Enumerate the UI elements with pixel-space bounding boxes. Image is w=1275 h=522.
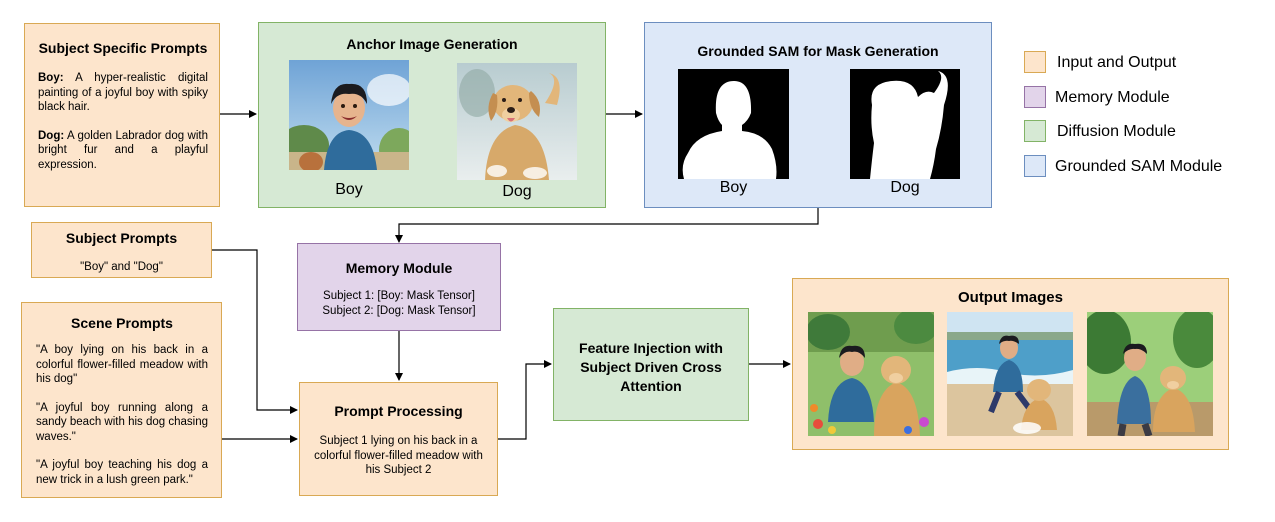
prompt-processing-title: Prompt Processing — [334, 403, 463, 419]
subject-prompts-text: "Boy" and "Dog" — [80, 261, 163, 273]
boy-prompt-body: A hyper-realistic digital painting of a … — [38, 72, 208, 113]
subject-specific-prompts-title: Subject Specific Prompts — [38, 40, 208, 56]
anchor-title: Anchor Image Generation — [346, 36, 518, 52]
anchor-dog-image — [457, 63, 577, 180]
dog-prompt-label: Dog: — [38, 129, 65, 142]
anchor-dog-caption: Dog — [502, 183, 532, 200]
anchor-boy-caption: Boy — [335, 181, 363, 198]
sam-dog-caption: Dog — [890, 179, 920, 196]
legend-swatch-diffusion — [1024, 120, 1046, 142]
feature-injection-box: Feature Injection with Subject Driven Cr… — [553, 308, 749, 421]
subject-prompts-title: Subject Prompts — [65, 230, 178, 246]
legend-label-sam: Grounded SAM Module — [1055, 158, 1223, 175]
output-image-beach — [947, 312, 1073, 436]
scene-prompt-1: "A boy lying on his back in a colorful f… — [36, 344, 208, 385]
park-illustration — [1087, 312, 1213, 436]
anchor-image-generation-box: Anchor Image Generation Boy — [258, 22, 606, 208]
subject-specific-prompts-box: Subject Specific Prompts Boy: A hyper-re… — [24, 23, 220, 207]
output-image-meadow — [808, 312, 934, 436]
output-image-park — [1087, 312, 1213, 436]
meadow-illustration — [808, 312, 934, 436]
output-images-title: Output Images — [957, 289, 1063, 306]
dog-mask-silhouette — [870, 71, 948, 179]
memory-module-title: Memory Module — [345, 260, 453, 276]
memory-module-box: Memory Module Subject 1: [Boy: Mask Tens… — [297, 243, 501, 331]
prompt-processing-text: Subject 1 lying on his back in a colorfu… — [314, 435, 483, 476]
feature-injection-title: Feature Injection with Subject Driven Cr… — [579, 340, 723, 394]
legend-swatch-input-output — [1024, 51, 1046, 73]
arrow-subject-prompts-to-processing — [212, 249, 298, 414]
legend-swatch-sam — [1024, 155, 1046, 177]
prompt-processing-box: Prompt Processing Subject 1 lying on his… — [299, 382, 498, 496]
arrow-processing-to-injection — [498, 360, 552, 440]
scene-prompt-2: "A joyful boy running along a sandy beac… — [36, 401, 208, 443]
legend-swatch-memory — [1024, 86, 1046, 108]
scene-prompt-3: "A joyful boy teaching his dog a new tri… — [36, 459, 208, 486]
legend-label-diffusion: Diffusion Module — [1057, 123, 1176, 140]
memory-line-1: Subject 1: [Boy: Mask Tensor] — [323, 290, 475, 302]
sam-boy-caption: Boy — [719, 179, 748, 196]
dog-prompt-body: A golden Labrador dog with bright fur an… — [38, 129, 208, 171]
legend-label-input-output: Input and Output — [1057, 54, 1177, 71]
scene-prompts-title: Scene Prompts — [71, 315, 173, 331]
boy-illustration — [289, 60, 409, 170]
dog-illustration — [457, 63, 577, 180]
grounded-sam-box: Grounded SAM for Mask Generation Boy Dog — [644, 22, 992, 208]
boy-prompt-text: Boy: A hyper-realistic digital painting … — [38, 71, 208, 115]
boy-mask-silhouette — [682, 81, 777, 179]
memory-line-2: Subject 2: [Dog: Mask Tensor] — [322, 305, 476, 317]
dog-prompt-text: Dog: A golden Labrador dog with bright f… — [38, 129, 208, 173]
sam-boy-mask — [678, 69, 789, 179]
legend-label-memory: Memory Module — [1055, 89, 1170, 106]
output-images-box: Output Images — [792, 278, 1229, 450]
arrow-sam-to-memory — [395, 208, 819, 243]
sam-title: Grounded SAM for Mask Generation — [697, 43, 939, 59]
boy-prompt-label: Boy: — [38, 72, 64, 84]
scene-prompts-box: Scene Prompts "A boy lying on his back i… — [21, 302, 222, 498]
beach-illustration — [947, 312, 1073, 436]
sam-dog-mask — [850, 69, 960, 179]
anchor-boy-image — [289, 60, 409, 170]
subject-prompts-box: Subject Prompts "Boy" and "Dog" — [31, 222, 212, 278]
